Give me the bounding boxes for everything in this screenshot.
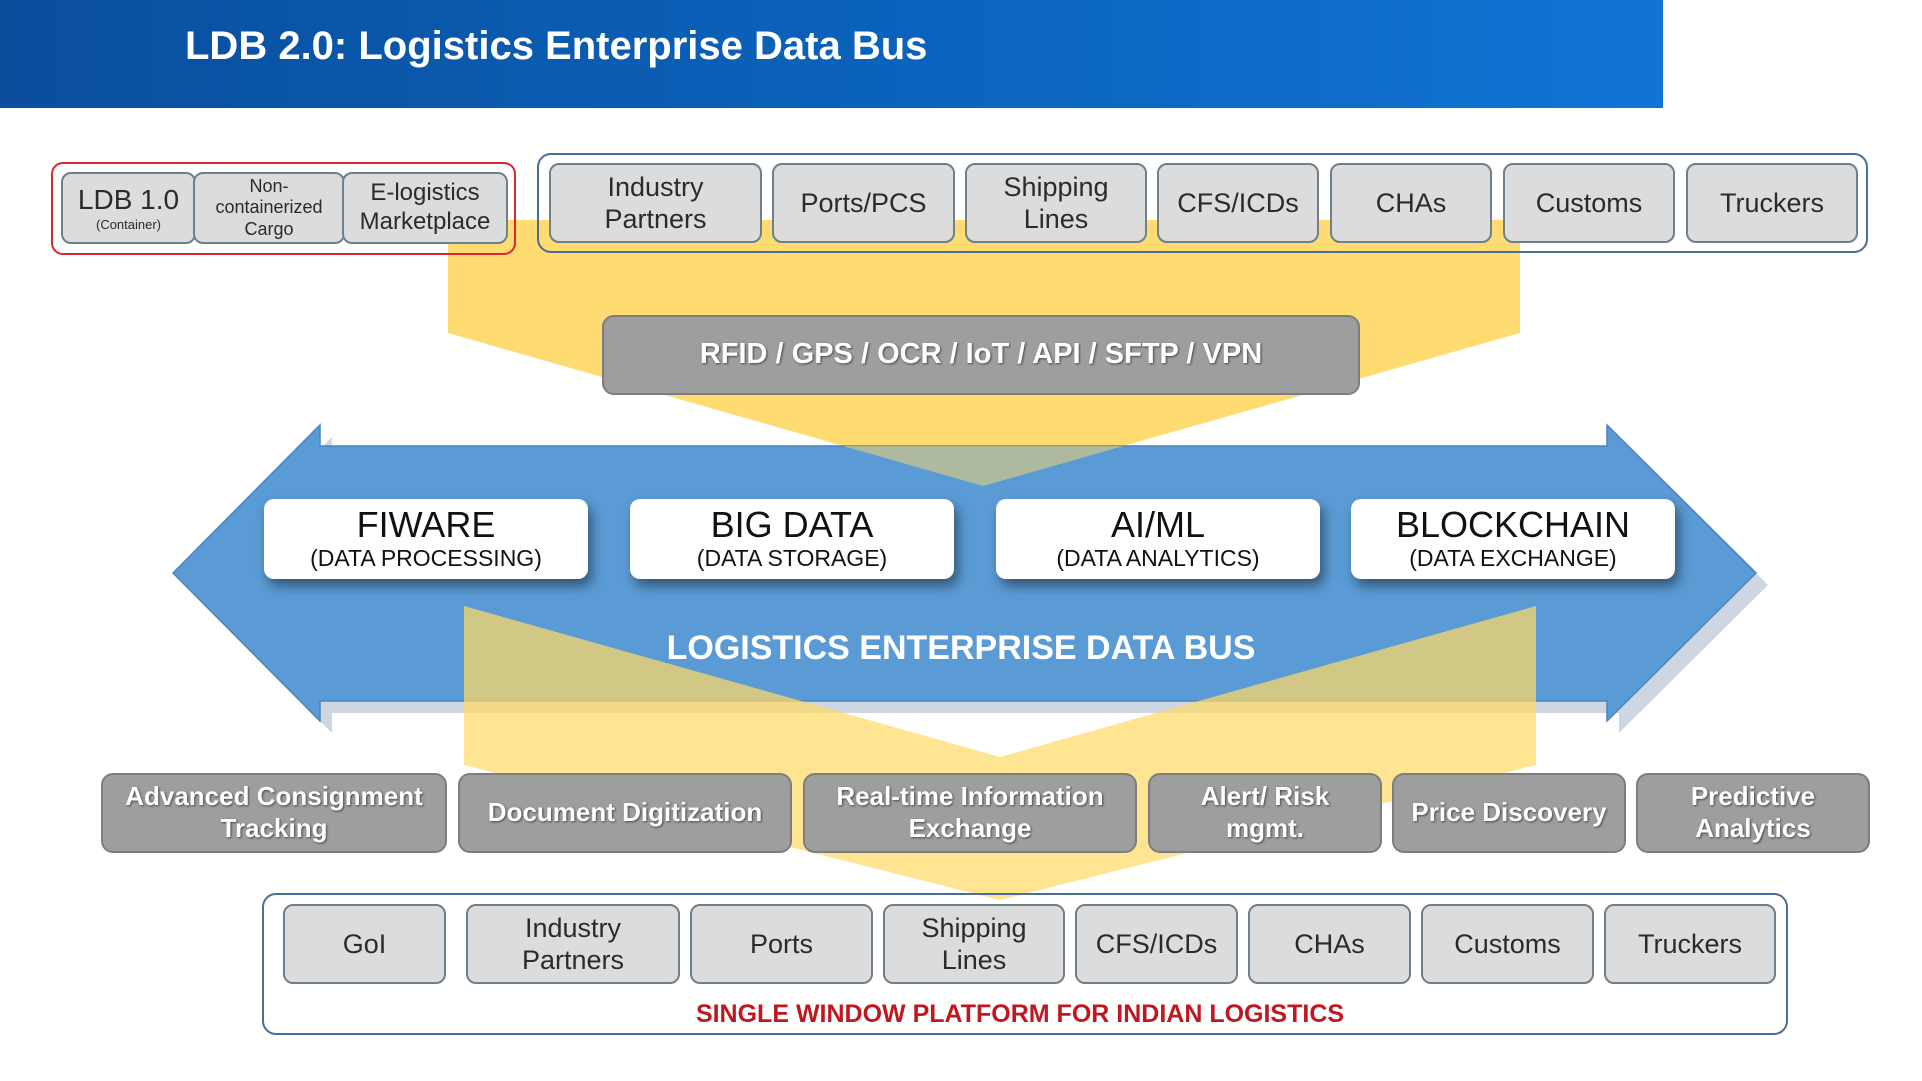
- ldb1-label: LDB 1.0: [77, 184, 180, 216]
- bottom-stakeholder-ports: Ports: [690, 904, 873, 984]
- tech-big-data-name: BIG DATA: [710, 504, 874, 546]
- top-stakeholder-shipping-lines: Shipping Lines: [965, 163, 1147, 243]
- tech-fiware-name: FIWARE: [356, 504, 496, 546]
- service-document-digitization: Document Digitization: [458, 773, 792, 853]
- integration-methods-box: RFID / GPS / OCR / IoT / API / SFTP / VP…: [602, 315, 1360, 395]
- legacy-frame: [51, 162, 516, 255]
- tech-blockchain-role: (DATA EXCHANGE): [1409, 545, 1617, 571]
- top-funnel-overlay: [448, 425, 1520, 486]
- page-title: LDB 2.0: Logistics Enterprise Data Bus: [185, 24, 928, 68]
- service-info-exchange: Real-time Information Exchange: [803, 773, 1137, 853]
- ldb1-box: LDB 1.0 (Container): [61, 172, 196, 244]
- top-stakeholder-industry-partners: Industry Partners: [549, 163, 762, 243]
- tech-ai-ml: AI/ML (DATA ANALYTICS): [996, 499, 1320, 579]
- e-logistics-box: E-logistics Marketplace: [342, 172, 508, 244]
- top-stakeholder-ports-pcs: Ports/PCS: [772, 163, 955, 243]
- top-stakeholder-truckers: Truckers: [1686, 163, 1858, 243]
- platform-frame: [262, 893, 1788, 1035]
- service-consignment-tracking: Advanced Consignment Tracking: [101, 773, 447, 853]
- top-stakeholder-cfs-icds: CFS/ICDs: [1157, 163, 1319, 243]
- data-bus-label: LOGISTICS ENTERPRISE DATA BUS: [666, 629, 1256, 667]
- e-logistics-label: E-logistics Marketplace: [359, 179, 491, 235]
- ldb1-sub: (Container): [95, 217, 162, 232]
- bottom-stakeholder-customs: Customs: [1421, 904, 1594, 984]
- bottom-stakeholder-cfs-icds: CFS/ICDs: [1075, 904, 1238, 984]
- bottom-stakeholder-industry-partners: Industry Partners: [466, 904, 680, 984]
- tech-ai-ml-role: (DATA ANALYTICS): [1056, 545, 1260, 571]
- bottom-stakeholder-truckers: Truckers: [1604, 904, 1776, 984]
- top-stakeholder-chas: CHAs: [1330, 163, 1492, 243]
- bottom-stakeholder-shipping-lines: Shipping Lines: [883, 904, 1065, 984]
- tech-blockchain: BLOCKCHAIN (DATA EXCHANGE): [1351, 499, 1675, 579]
- title-bar: [0, 0, 1663, 108]
- bottom-stakeholder-goi: GoI: [283, 904, 446, 984]
- tech-fiware: FIWARE (DATA PROCESSING): [264, 499, 588, 579]
- non-containerized-box: Non-containerized Cargo: [193, 172, 345, 244]
- platform-label: SINGLE WINDOW PLATFORM FOR INDIAN LOGIST…: [695, 1000, 1345, 1028]
- tech-ai-ml-name: AI/ML: [1110, 504, 1206, 546]
- service-predictive-analytics: Predictive Analytics: [1636, 773, 1870, 853]
- tech-blockchain-name: BLOCKCHAIN: [1395, 504, 1631, 546]
- service-alert-risk: Alert/ Risk mgmt.: [1148, 773, 1382, 853]
- top-stakeholders-frame: [537, 153, 1868, 253]
- tech-fiware-role: (DATA PROCESSING): [310, 545, 542, 571]
- tech-big-data-role: (DATA STORAGE): [696, 545, 888, 571]
- bottom-stakeholder-chas: CHAs: [1248, 904, 1411, 984]
- non-containerized-label: Non-containerized Cargo: [215, 175, 323, 239]
- tech-big-data: BIG DATA (DATA STORAGE): [630, 499, 954, 579]
- top-stakeholder-customs: Customs: [1503, 163, 1675, 243]
- service-price-discovery: Price Discovery: [1392, 773, 1626, 853]
